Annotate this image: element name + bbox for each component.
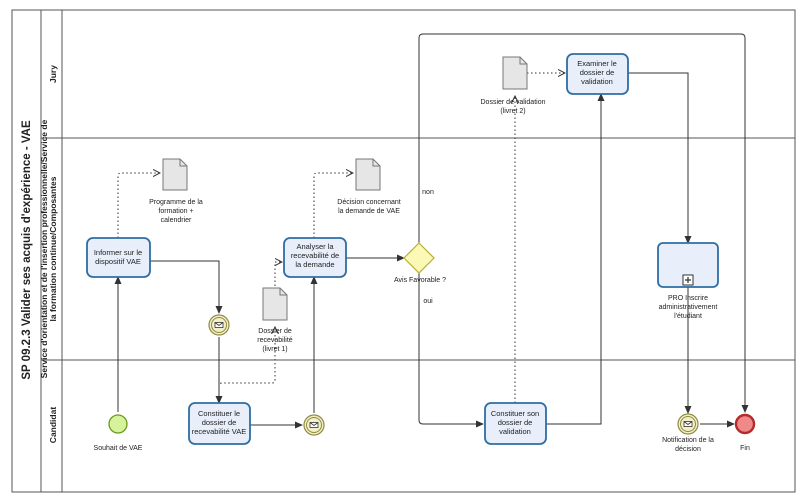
- flow-gateway-oui-to-constituer: [418, 273, 484, 428]
- lane-jury: Jury: [48, 65, 58, 83]
- gateway-yes-label: oui: [423, 298, 433, 305]
- lane-candidat: Candidat: [48, 407, 58, 444]
- end-event[interactable]: Fin: [734, 413, 756, 452]
- gateway-diamond: [403, 242, 435, 274]
- lane-title-service: Service d'orientation et de l'insertion …: [39, 119, 58, 378]
- flow-informer-to-message: [150, 260, 223, 314]
- gateway-avis[interactable]: Avis Favorable ? non oui: [394, 189, 446, 305]
- lane-title-candidat: Candidat: [48, 407, 58, 444]
- document-icon: [355, 158, 381, 191]
- flow-gateway-non-to-end: [418, 33, 749, 413]
- envelope-icon: [309, 422, 319, 428]
- intermediate-message-event-1[interactable]: [208, 314, 230, 336]
- document-label-dossier-validation: Dossier de validation(livret 2): [481, 99, 546, 115]
- flow-examiner-to-subprocess: [628, 72, 692, 244]
- assoc-informer-programme: [117, 173, 160, 238]
- intermediate-message-event-2[interactable]: [303, 414, 325, 436]
- pool-title: SP 09.2.3 Valider ses acquis d'expérienc…: [21, 120, 33, 380]
- sequence-flows: [114, 33, 749, 429]
- document-dossier-validation: Dossier de validation(livret 2): [481, 56, 546, 115]
- data-associations: [117, 73, 565, 403]
- envelope-icon: [683, 421, 693, 427]
- end-event-label: Fin: [740, 445, 750, 452]
- document-icon: [502, 56, 528, 90]
- document-icon: [162, 158, 188, 191]
- start-event[interactable]: Souhait de VAE: [94, 414, 143, 452]
- start-event-label: Souhait de VAE: [94, 445, 143, 452]
- assoc-analyser-decision: [313, 173, 353, 238]
- assoc-dossier-recevabilite-analyser: [274, 262, 282, 286]
- envelope-icon: [214, 322, 224, 328]
- gateway-label: Avis Favorable ?: [394, 277, 446, 284]
- document-icon: [262, 287, 288, 321]
- lane-service: Service d'orientation et de l'insertion …: [39, 119, 58, 378]
- gateway-no-label: non: [422, 189, 434, 196]
- lane-title-jury: Jury: [48, 65, 58, 83]
- flow-constituer-to-examiner: [546, 93, 605, 425]
